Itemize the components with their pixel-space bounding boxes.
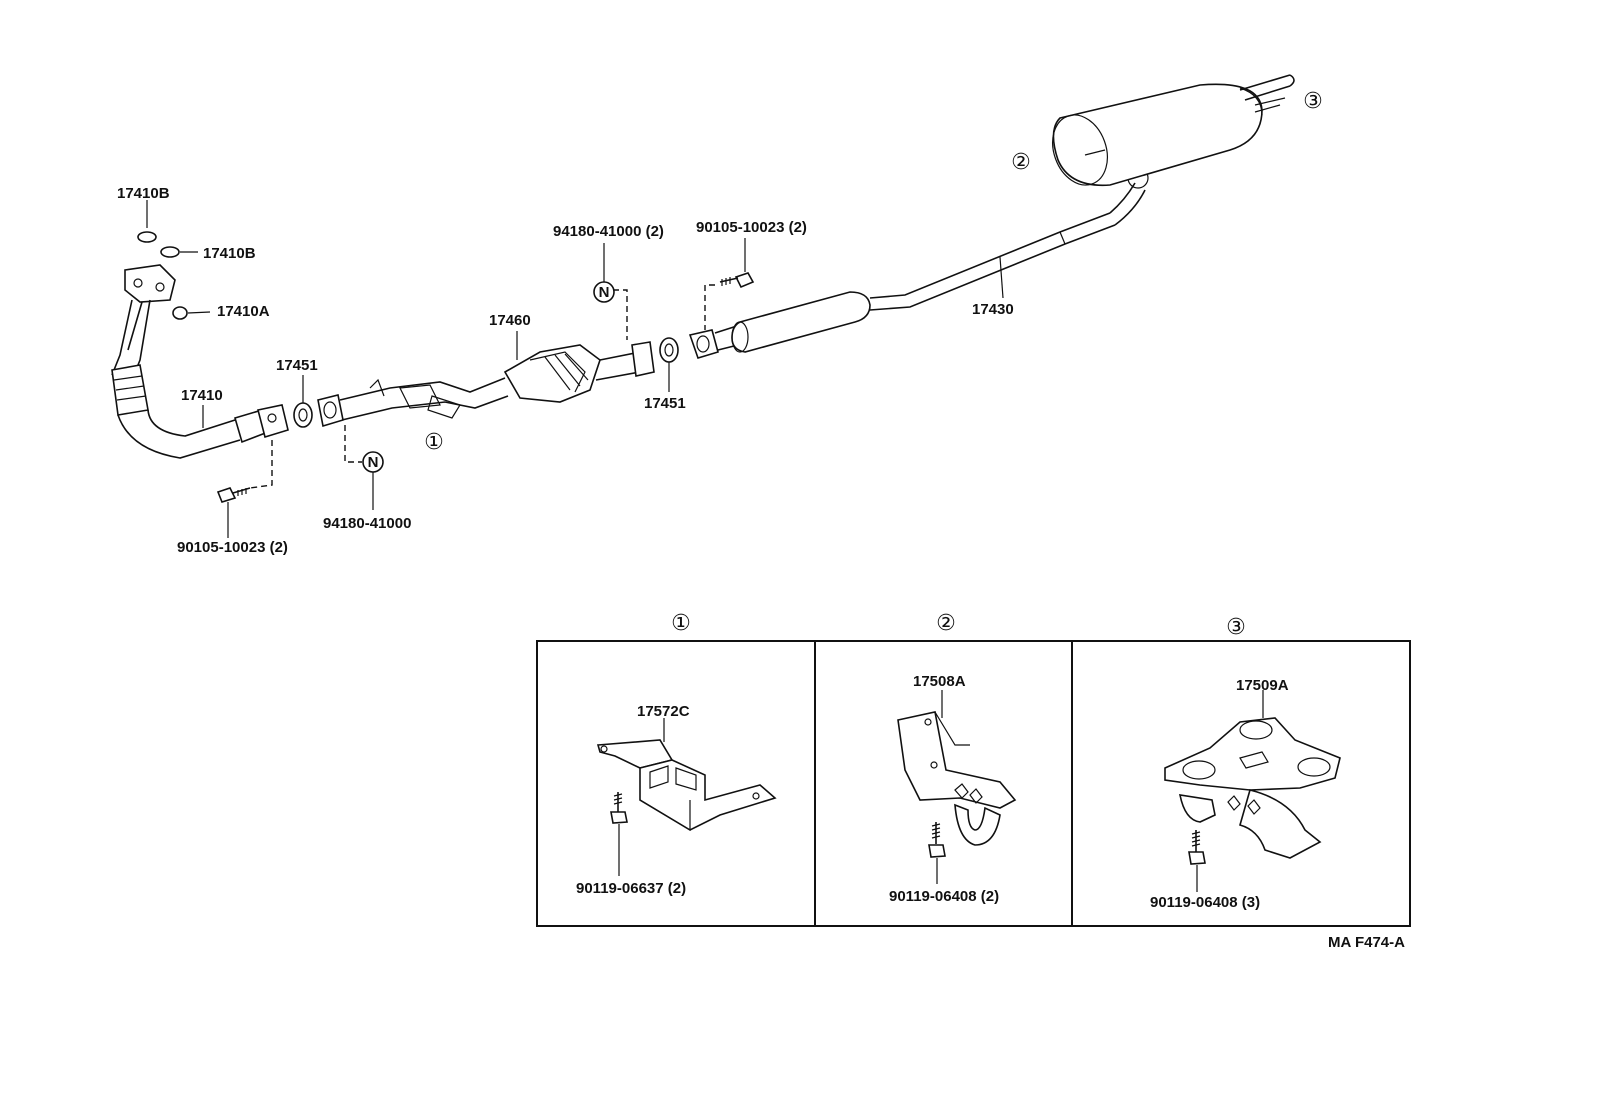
leader-lines — [146, 200, 1004, 538]
label-17508A: 17508A — [913, 673, 966, 690]
callout-2-main: ② — [1011, 149, 1031, 174]
diagram-code: MA F474-A — [1328, 934, 1405, 951]
label-17410B-top: 17410B — [117, 185, 170, 202]
label-17451-right: 17451 — [644, 395, 686, 412]
callout-1-panel: ① — [671, 610, 691, 635]
gasket-left-drawing — [293, 402, 313, 428]
bracket-17572C-drawing — [596, 718, 777, 876]
callout-3-main: ③ — [1303, 88, 1323, 113]
label-94180-41000: 94180-41000 — [323, 515, 411, 532]
label-17509A: 17509A — [1236, 677, 1289, 694]
hanger-17508A-drawing — [897, 690, 1017, 884]
bolt-top-drawing — [719, 272, 755, 289]
manifold-nuts-drawing — [137, 231, 188, 320]
label-90105-10023-bottom: 90105-10023 (2) — [177, 539, 288, 556]
gasket-right-drawing — [659, 337, 679, 363]
label-17430: 17430 — [972, 301, 1014, 318]
label-94180-41000-2: 94180-41000 (2) — [553, 223, 664, 240]
label-90119-06408-3: 90119-06408 (3) — [1150, 894, 1260, 911]
nut-marker-upper: N — [593, 281, 615, 303]
label-17410A: 17410A — [217, 303, 270, 320]
main-muffler-drawing — [1052, 74, 1295, 187]
label-17451-left: 17451 — [276, 357, 318, 374]
tail-pipe-drawing — [688, 167, 1149, 359]
label-90119-06408-2: 90119-06408 (2) — [889, 888, 999, 905]
nut-marker-lower-text: N — [368, 454, 379, 471]
front-exhaust-pipe-drawing — [111, 264, 289, 459]
callout-1-main: ① — [424, 429, 444, 454]
label-17410B-right: 17410B — [203, 245, 256, 262]
label-17410: 17410 — [181, 387, 223, 404]
bolt-bottom-drawing — [216, 487, 251, 503]
hanger-17509A-drawing — [1164, 690, 1341, 892]
label-17572C: 17572C — [637, 703, 690, 720]
label-17460: 17460 — [489, 312, 531, 329]
callout-3-panel: ③ — [1226, 614, 1246, 639]
catalytic-converter-drawing — [503, 341, 655, 403]
center-pipe-drawing — [317, 377, 509, 428]
label-90105-10023-top: 90105-10023 (2) — [696, 219, 807, 236]
nut-marker-upper-text: N — [599, 284, 610, 301]
detail-panels — [536, 640, 1411, 927]
callout-2-panel: ② — [936, 610, 956, 635]
nut-marker-lower: N — [362, 451, 384, 473]
install-dashed-lines — [249, 284, 715, 489]
label-90119-06637: 90119-06637 (2) — [576, 880, 686, 897]
